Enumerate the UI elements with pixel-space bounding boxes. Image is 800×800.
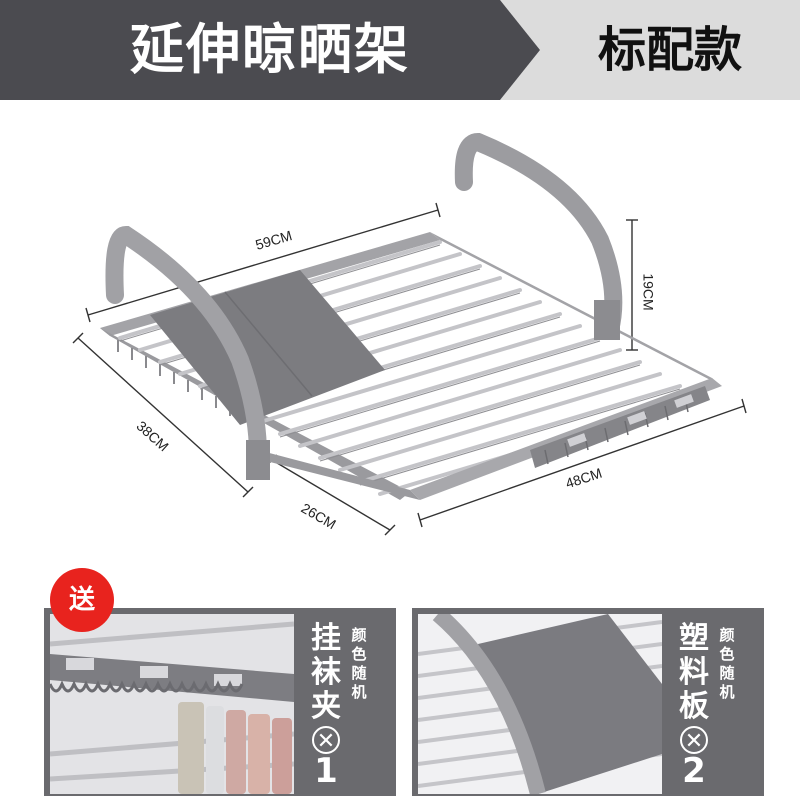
left-hook-arm <box>105 225 267 464</box>
product-title: 延伸晾晒架 <box>130 18 410 81</box>
plastic-board-photo <box>418 614 662 794</box>
dimension-lines <box>72 202 747 536</box>
variant-label: 标配款 <box>597 22 742 78</box>
multiply-icon: ✕ <box>312 726 340 754</box>
plastic-board-note: 颜色随机 <box>719 626 735 701</box>
right-hook-arm <box>454 132 623 339</box>
plastic-board-name: 塑料板 <box>679 621 709 724</box>
product-illustration: 59CM 38CM 19CM 48CM 26CM <box>0 100 800 600</box>
sock-clip-photo <box>50 614 294 794</box>
header-banner: 延伸晾晒架 标配款 <box>0 0 800 100</box>
accessory-panel-sock-clip: 挂袜夹 颜色随机 ✕ 1 <box>44 608 396 796</box>
multiply-icon: ✕ <box>680 726 708 754</box>
dim-height: 19CM <box>640 273 657 311</box>
accessory-panel-plastic-board: 塑料板 颜色随机 ✕ 2 <box>412 608 764 796</box>
plastic-board-quantity: 2 <box>682 751 706 791</box>
sock-clip-quantity: 1 <box>314 751 338 791</box>
sock-clip-note: 颜色随机 <box>351 626 367 701</box>
sock-clip-name: 挂袜夹 <box>311 621 341 724</box>
drying-rack-drawing <box>72 132 747 536</box>
gift-badge: 送 <box>50 568 114 632</box>
banner-background <box>0 0 800 100</box>
